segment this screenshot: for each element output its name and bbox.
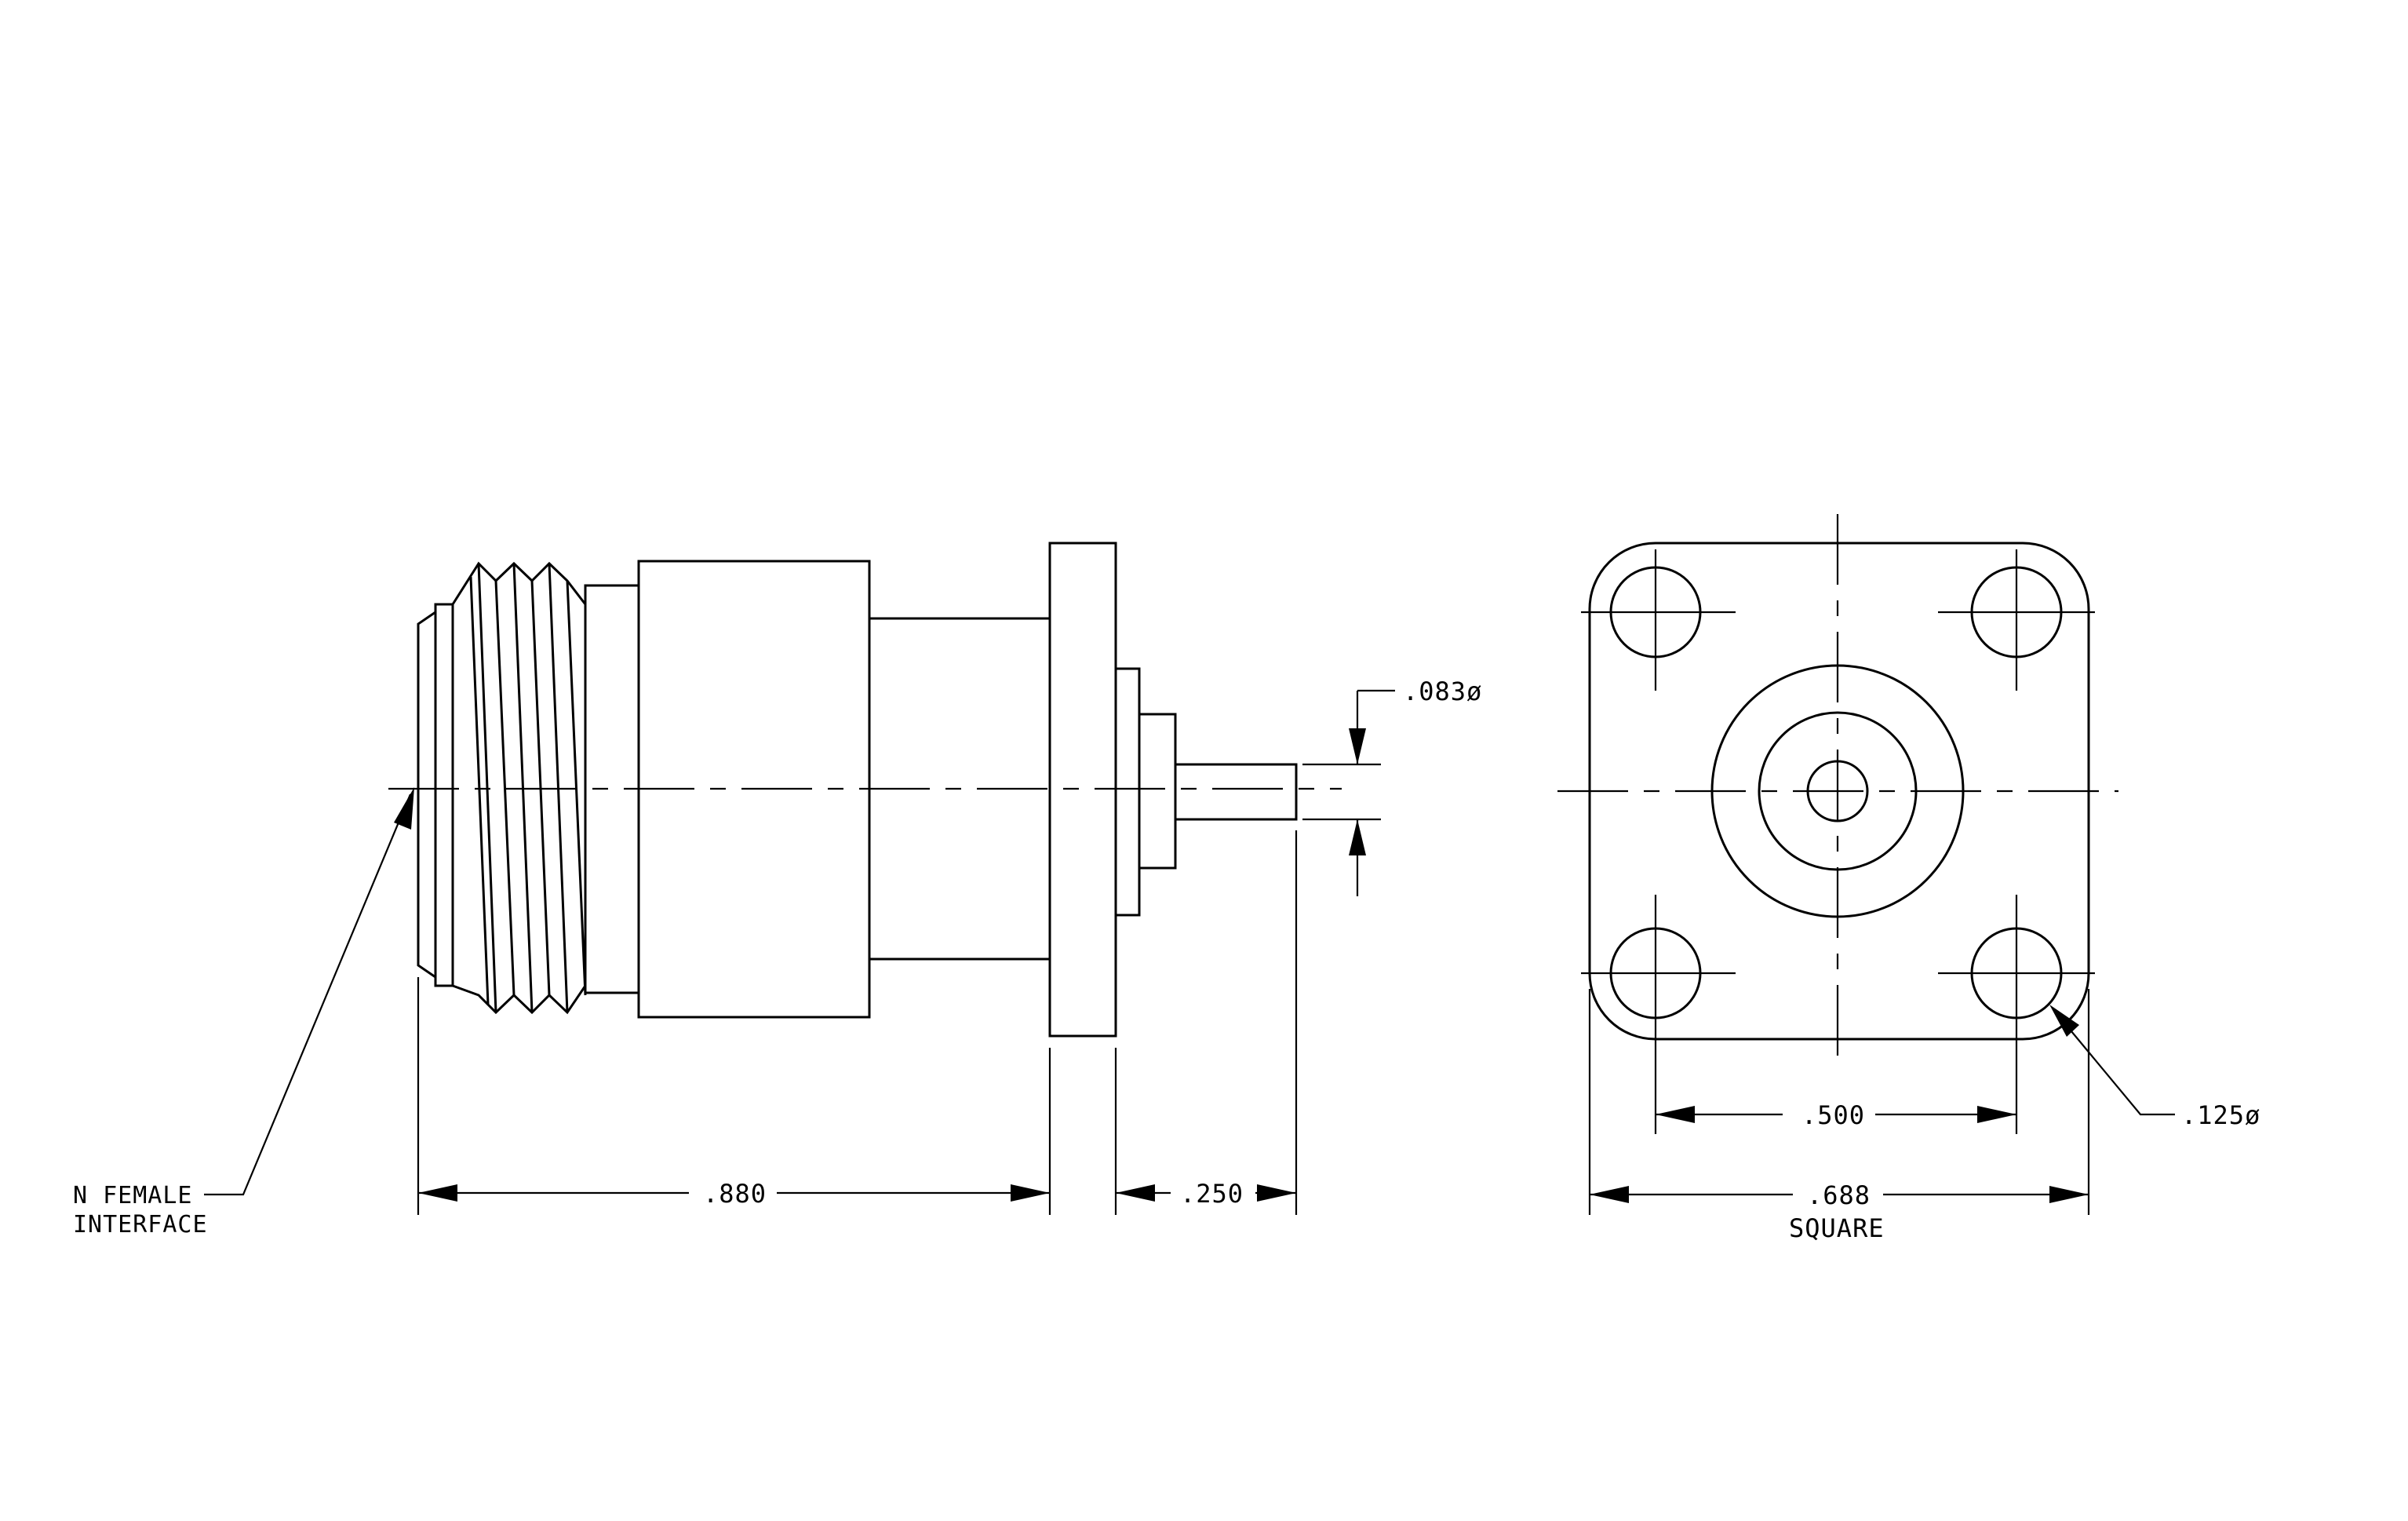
center-contact-circle (1806, 760, 1869, 823)
hole-diameter-callout: .125ø (2049, 1005, 2260, 1130)
flange-size-label: .688 (1807, 1180, 1871, 1210)
connector-nose (417, 610, 437, 979)
interface-callout: N FEMALE INTERFACE (73, 787, 414, 1238)
mounting-hole-bottom-left (1581, 895, 1736, 1134)
insulator-step-1 (1114, 667, 1141, 917)
connector-nose-ring (434, 603, 454, 987)
side-view: .083ø N FEMALE INTERFACE .880 (73, 542, 1482, 1238)
side-view-extension-lines (417, 830, 1298, 1215)
pin-diameter-dimension: .083ø (1302, 677, 1482, 896)
interface-label-line2: INTERFACE (73, 1211, 208, 1238)
interface-label-line1: N FEMALE (73, 1182, 193, 1209)
flange-outline (1588, 542, 2090, 1041)
mounting-hole-top-right (1938, 549, 2095, 691)
thread-lines (469, 563, 587, 1013)
insulator-circle (1758, 711, 1918, 871)
mounting-hole-top-left (1581, 549, 1736, 691)
pin-diameter-label: .083ø (1403, 677, 1482, 706)
hole-spacing-dimension: .500 (1656, 1100, 2016, 1130)
mounting-hole-bottom-right (1938, 895, 2095, 1134)
overall-length-label: .880 (703, 1179, 767, 1209)
pin-length-dimension: .250 (1116, 1179, 1296, 1209)
end-view: .500 .688 SQUARE .125ø (1557, 514, 2260, 1243)
hole-diameter-label: .125ø (2181, 1100, 2260, 1130)
flange-size-dimension: .688 SQUARE (1590, 1180, 2089, 1243)
insulator-step-2 (1138, 713, 1177, 870)
center-pin (1174, 763, 1298, 821)
hole-spacing-label: .500 (1801, 1100, 1865, 1130)
outer-body-circle (1710, 664, 1965, 918)
flange-shape-label: SQUARE (1789, 1213, 1885, 1243)
overall-length-dimension: .880 (418, 1179, 1050, 1209)
pin-length-label: .250 (1180, 1179, 1244, 1209)
